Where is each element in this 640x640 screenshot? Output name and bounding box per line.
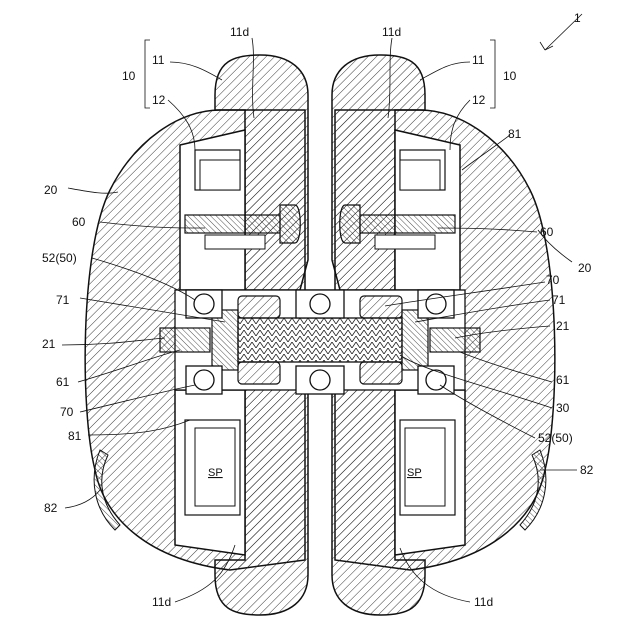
label-12-right: 12 bbox=[472, 93, 486, 107]
label-12-left: 12 bbox=[152, 93, 166, 107]
label-82-left: 82 bbox=[44, 501, 58, 515]
label-sp-right: SP bbox=[407, 467, 422, 479]
label-11-left: 11 bbox=[152, 53, 165, 67]
label-61-left: 61 bbox=[56, 375, 70, 389]
label-81-left: 81 bbox=[68, 429, 82, 443]
label-81-top-right: 81 bbox=[508, 127, 522, 141]
label-71-left: 71 bbox=[56, 293, 70, 307]
center-mechanism bbox=[160, 290, 480, 394]
label-21-right: 21 bbox=[556, 319, 570, 333]
label-30-right: 30 bbox=[556, 401, 570, 415]
label-20-right: 20 bbox=[578, 261, 592, 275]
label-70-left: 70 bbox=[60, 405, 74, 419]
label-11d-bottom-left: 11d bbox=[152, 595, 171, 609]
label-11d-top-right: 11d bbox=[382, 25, 401, 39]
label-11d-top-left: 11d bbox=[230, 25, 249, 39]
label-11d-bottom-right: 11d bbox=[474, 595, 493, 609]
label-11-right: 11 bbox=[472, 53, 485, 67]
label-10-right: 10 bbox=[503, 69, 517, 83]
label-82-right: 82 bbox=[580, 463, 594, 477]
figure-number: 1 bbox=[574, 11, 581, 25]
label-61-right: 61 bbox=[556, 373, 570, 387]
label-21-left: 21 bbox=[42, 337, 56, 351]
label-sp-left: SP bbox=[208, 467, 223, 479]
label-52-right: 52(50) bbox=[538, 431, 573, 445]
label-52-left: 52(50) bbox=[42, 251, 77, 265]
label-10-left: 10 bbox=[122, 69, 136, 83]
label-70-top-right: 70 bbox=[546, 273, 560, 287]
label-60-left: 60 bbox=[72, 215, 86, 229]
label-71-right: 71 bbox=[552, 293, 566, 307]
label-20-left: 20 bbox=[44, 183, 58, 197]
label-60-right: 60 bbox=[540, 225, 554, 239]
